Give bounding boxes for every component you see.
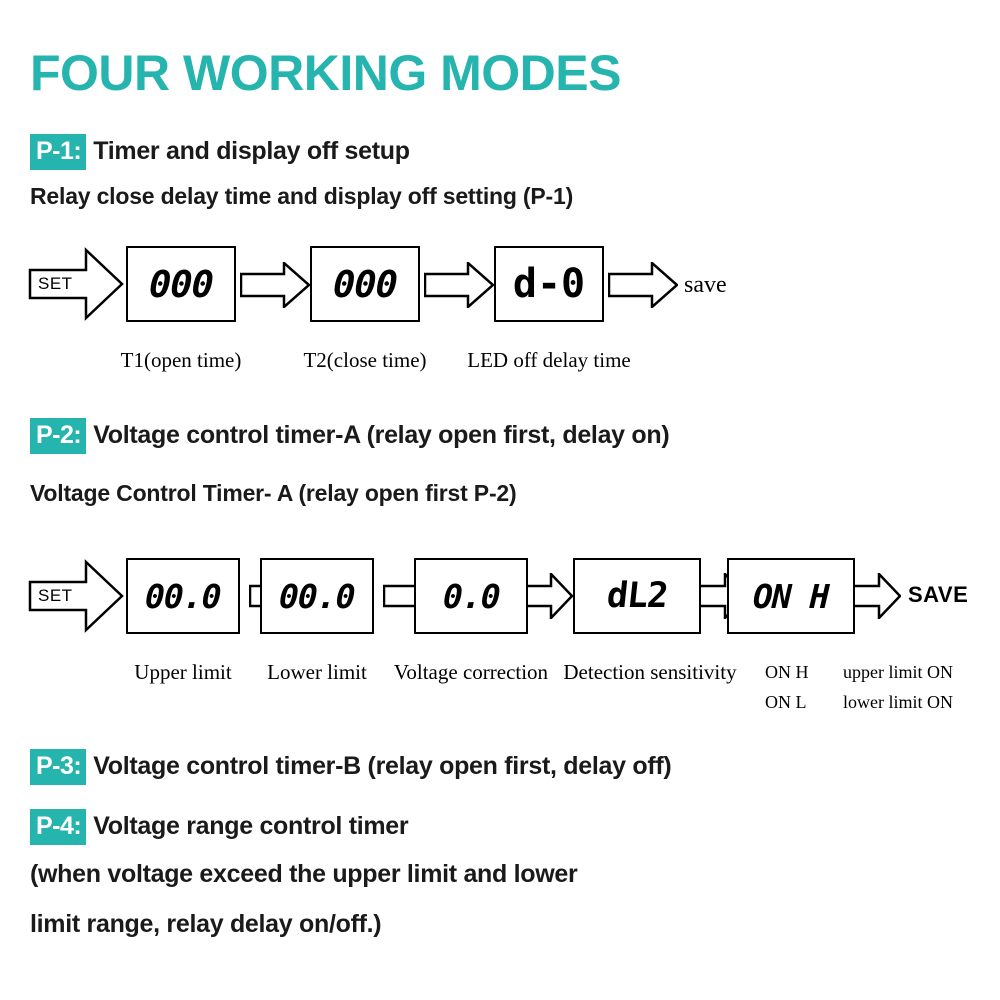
flow2-end-label: SAVE (908, 582, 969, 607)
lcd-value-t1: 000 (148, 262, 214, 306)
connector-arrow-icon-1a (239, 260, 311, 310)
mode-label-p3: Voltage control timer-B (relay open firs… (93, 752, 672, 780)
set-arrow-label-1: SET (38, 274, 73, 293)
set-arrow-label-2: SET (38, 586, 73, 605)
legend-meaning-1: lower limit ON (843, 692, 953, 712)
set-arrow-icon-2: SET (28, 558, 124, 634)
flow2-heading: Voltage Control Timer- A (relay open fir… (30, 480, 517, 506)
caption-voltage-correction: Voltage correction (393, 660, 549, 684)
p4-note-line-2: limit range, relay delay on/off.) (30, 910, 382, 938)
legend-code-0: ON H (765, 662, 809, 682)
mode-row-p2: P-2: Voltage control timer-A (relay open… (30, 418, 670, 454)
lcd-value-detection-sensitivity: dL2 (604, 575, 670, 616)
badge-p3: P-3: (30, 749, 87, 785)
badge-p2: P-2: (30, 418, 87, 454)
mode-row-p1: P-1: Timer and display off setup (30, 134, 410, 170)
legend-code-1: ON L (765, 692, 807, 712)
lcd-box-t1: 000 (126, 246, 236, 322)
caption-led-off: LED off delay time (467, 348, 631, 372)
flow1-heading: Relay close delay time and display off s… (30, 183, 574, 209)
badge-p1: P-1: (30, 134, 87, 170)
lcd-box-upper-limit: 00.0 (126, 558, 240, 634)
set-arrow-icon-1: SET (28, 246, 124, 322)
mode-row-p4: P-4: Voltage range control timer (30, 809, 409, 845)
mode-label-p4: Voltage range control timer (93, 812, 409, 840)
lcd-box-detection-sensitivity: dL2 (573, 558, 701, 634)
caption-detection-sensitivity: Detection sensitivity (563, 660, 737, 684)
lcd-value-voltage-correction: 0.0 (442, 576, 500, 616)
connector-arrow-icon-1c (607, 260, 679, 310)
lcd-value-on-mode: ON H (752, 576, 830, 616)
lcd-value-lower-limit: 00.0 (278, 576, 356, 616)
flow1-end-label: save (684, 272, 727, 298)
lcd-box-led-off: d-0 (494, 246, 604, 322)
lcd-box-t2: 000 (310, 246, 420, 322)
page-title: FOUR WORKING MODES (30, 45, 621, 101)
lcd-value-t2: 000 (332, 262, 398, 306)
lcd-box-on-mode: ON H (727, 558, 855, 634)
connector-arrow-icon-1b (423, 260, 495, 310)
caption-lower-limit: Lower limit (267, 660, 367, 684)
legend-meaning-0: upper limit ON (843, 662, 953, 682)
p4-note-line-1: (when voltage exceed the upper limit and… (30, 860, 578, 888)
caption-t2: T2(close time) (303, 348, 427, 372)
lcd-value-upper-limit: 00.0 (144, 576, 222, 616)
caption-t1: T1(open time) (120, 348, 242, 372)
mode-label-p2: Voltage control timer-A (relay open firs… (93, 421, 670, 449)
mode-row-p3: P-3: Voltage control timer-B (relay open… (30, 749, 672, 785)
caption-upper-limit: Upper limit (134, 660, 232, 684)
badge-p4: P-4: (30, 809, 87, 845)
mode-label-p1: Timer and display off setup (93, 137, 410, 165)
lcd-value-led-off: d-0 (512, 261, 586, 307)
lcd-box-voltage-correction: 0.0 (414, 558, 528, 634)
lcd-box-lower-limit: 00.0 (260, 558, 374, 634)
